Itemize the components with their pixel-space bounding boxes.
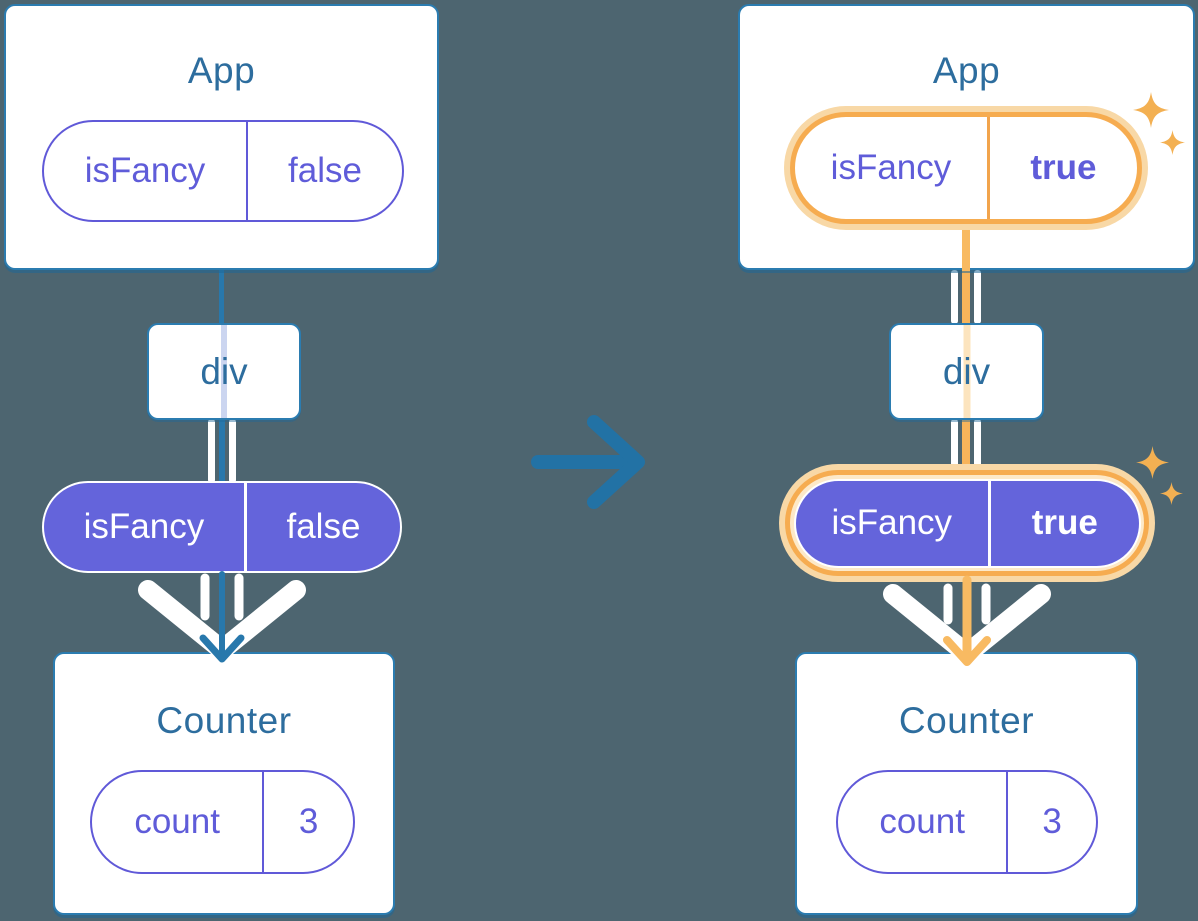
down-arrow-icon-highlighted bbox=[883, 575, 1051, 666]
element-label-div: div bbox=[942, 350, 991, 392]
thread-line-highlighted bbox=[962, 216, 970, 271]
pill-value: false bbox=[288, 151, 362, 190]
cased-thread-highlighted bbox=[951, 419, 981, 481]
cased-thread bbox=[208, 419, 236, 483]
component-label-app: App bbox=[932, 50, 1001, 91]
component-label-app: App bbox=[187, 50, 256, 91]
cased-thread-highlighted bbox=[951, 270, 981, 324]
pill-value: true bbox=[1030, 148, 1097, 187]
pill-value: false bbox=[286, 507, 361, 546]
pill-key: isFancy bbox=[44, 483, 247, 571]
prop-pill-isfancy-before: isFancy false bbox=[42, 120, 404, 222]
right-arrow-icon bbox=[531, 415, 645, 509]
state-pill-isfancy-after: isFancy true bbox=[785, 470, 1149, 576]
pass-through-line bbox=[221, 325, 227, 418]
div-box-after: div bbox=[889, 323, 1044, 420]
sparkle-icon bbox=[1160, 130, 1185, 155]
pill-value: 3 bbox=[298, 802, 319, 841]
state-pill-inner: isFancy true bbox=[793, 478, 1141, 568]
pill-key: count bbox=[838, 772, 1009, 872]
app-card-before: App isFancy false bbox=[4, 4, 439, 270]
pill-value: true bbox=[1031, 503, 1098, 542]
pill-key: count bbox=[92, 772, 265, 872]
pill-key: isFancy bbox=[44, 122, 249, 220]
component-label-counter: Counter bbox=[898, 700, 1035, 741]
div-box-before: div bbox=[147, 323, 301, 420]
sparkle-icon bbox=[1133, 92, 1169, 128]
state-pill-count-after: count 3 bbox=[836, 770, 1098, 874]
pill-key: isFancy bbox=[795, 117, 990, 219]
sparkle-icon bbox=[1160, 482, 1183, 505]
counter-card-after: Counter count 3 bbox=[795, 652, 1138, 915]
element-label-div: div bbox=[200, 350, 248, 392]
pill-value: 3 bbox=[1042, 802, 1062, 841]
sparkle-icon bbox=[1136, 446, 1169, 479]
thread-line bbox=[219, 268, 224, 325]
prop-pill-isfancy-after: isFancy true bbox=[790, 112, 1142, 224]
component-label-counter: Counter bbox=[156, 700, 292, 741]
pass-through-line-highlighted bbox=[963, 325, 970, 418]
state-pill-count-before: count 3 bbox=[90, 770, 355, 874]
pill-key: isFancy bbox=[796, 480, 991, 566]
down-arrow-icon bbox=[138, 571, 306, 663]
app-card-after: App isFancy true bbox=[738, 4, 1195, 271]
counter-card-before: Counter count 3 bbox=[53, 652, 395, 915]
state-pill-isfancy-before: isFancy false bbox=[42, 481, 402, 573]
